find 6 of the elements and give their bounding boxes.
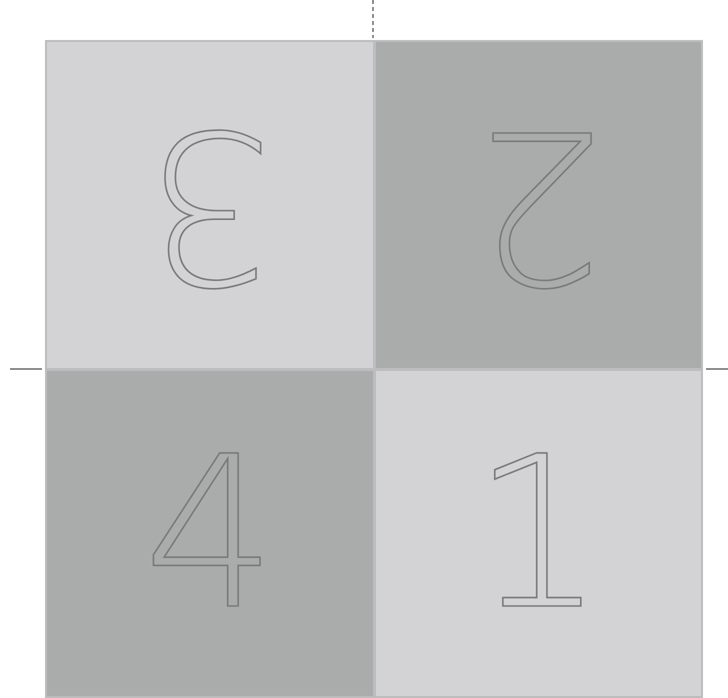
quadrant-panel	[374, 369, 703, 698]
quadrant-number: 1	[472, 428, 606, 638]
quadrant-panel	[45, 369, 375, 698]
quadrant-panel	[374, 40, 703, 370]
quadrant-panel	[45, 40, 375, 370]
quadrant-number: 3	[143, 100, 277, 310]
